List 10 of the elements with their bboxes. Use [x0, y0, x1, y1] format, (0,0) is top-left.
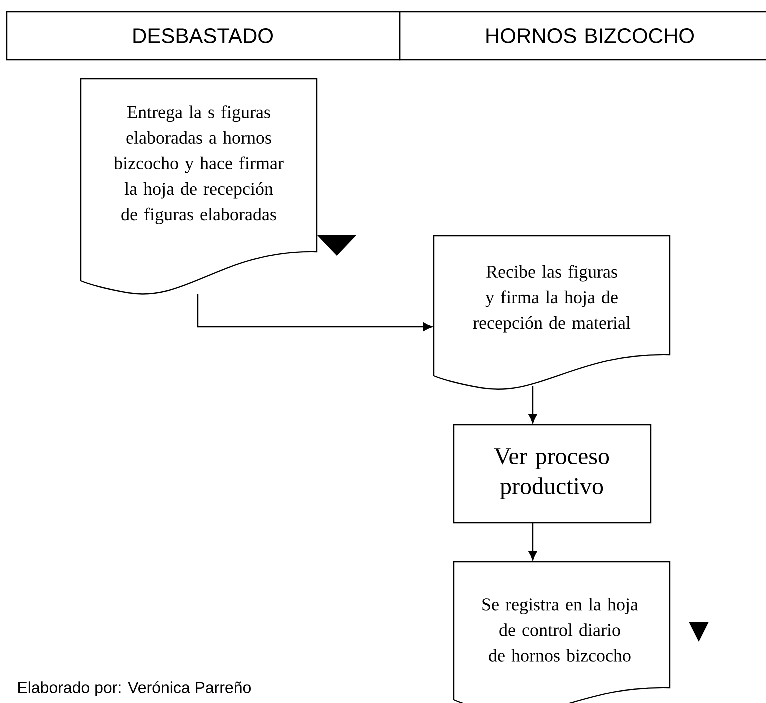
header-cell: HORNOS BIZCOCHO [399, 11, 766, 61]
arrow [528, 386, 538, 424]
header-cell: DESBASTADO [6, 11, 401, 61]
document-shape: Recibe las figuras y firma la hoja de recepción de material [433, 235, 671, 390]
document-shape: Entrega la s figuras elaboradas a hornos bizcocho y hace firmar la hoja de recepción de figuras elaboradas [80, 78, 318, 295]
arrow [528, 523, 538, 561]
document-shape: Se registra en la hoja de control diario de hornos bizcocho [453, 561, 671, 703]
author-note: Elaborado por: Verónica Parreño [18, 681, 251, 697]
process-box: Ver proceso productivo [453, 424, 652, 524]
arrow [197, 294, 433, 332]
